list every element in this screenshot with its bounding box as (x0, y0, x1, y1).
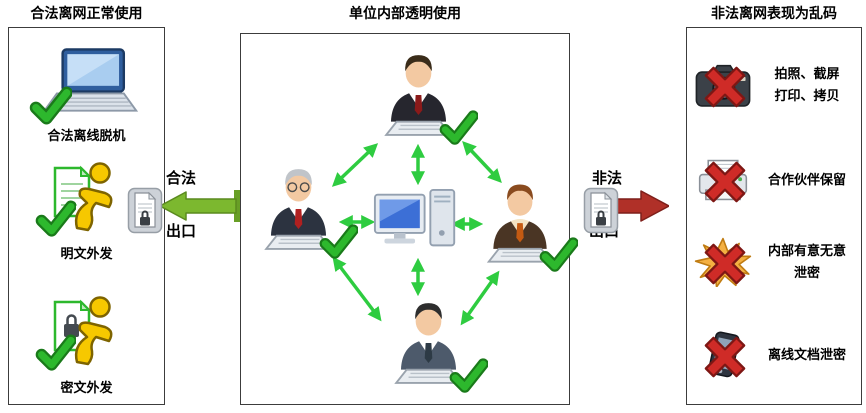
business-person-icon (384, 55, 453, 136)
check-icon (318, 222, 358, 262)
employee-top (371, 48, 466, 144)
check-icon (438, 108, 478, 148)
illegal-export-label-top: 非法 (591, 170, 622, 187)
legal-export-arrow (160, 190, 244, 222)
check-icon (448, 356, 488, 396)
blocked-partner-item: 合作伙伴保留 (690, 144, 858, 216)
blocked-capture-label: 拍照、截屏 打印、拷贝 (774, 65, 840, 103)
right-section-title: 非法离网表现为乱码 (711, 5, 837, 21)
blocked-partner-label: 合作伙伴保留 (767, 171, 846, 187)
business-person-icon (486, 184, 554, 263)
blocked-offline-doc-item: 离线文档泄密 (690, 316, 858, 394)
locked-document-icon (583, 187, 619, 234)
employee-right (474, 177, 566, 271)
check-icon (28, 84, 72, 128)
ciphertext-outgoing-item: 密文外发 (9, 290, 164, 396)
plaintext-outgoing-label: 明文外发 (60, 246, 113, 261)
cross-icon (704, 161, 746, 203)
employee-bottom (381, 296, 476, 392)
person-with-locked-document-icon (53, 296, 112, 366)
business-person-icon (394, 303, 463, 384)
cross-icon (704, 66, 746, 108)
check-icon (538, 235, 578, 275)
blocked-internal-leak-item: ?!! 内部有意无意 泄密 (690, 224, 858, 300)
blocked-offline-doc-label: 离线文档泄密 (767, 346, 846, 362)
legal-export-label-bottom: 出口 (165, 223, 196, 240)
legal-offline-item: 合法离线脱机 (9, 46, 164, 144)
cross-icon (704, 243, 746, 285)
legal-export-label-top: 合法 (165, 170, 196, 187)
server-computer-icon (373, 188, 456, 247)
left-section-title: 合法离网正常使用 (30, 5, 143, 21)
employee-left (251, 162, 346, 258)
legal-offline-label: 合法离线脱机 (47, 128, 126, 143)
locked-document-icon (127, 187, 163, 234)
person-with-document-icon (53, 162, 112, 232)
center-panel (240, 33, 570, 405)
right-panel: 拍照、截屏 打印、拷贝 合作伙伴保留 ?!! (686, 27, 862, 405)
ciphertext-outgoing-label: 密文外发 (60, 380, 113, 395)
plaintext-outgoing-item: 明文外发 (9, 156, 164, 262)
cross-icon (704, 336, 746, 378)
check-icon (34, 198, 76, 240)
blocked-internal-leak-label: 内部有意无意 泄密 (767, 242, 846, 280)
check-icon (34, 332, 76, 374)
center-section-title: 单位内部透明使用 (349, 5, 461, 21)
blocked-capture-item: 拍照、截屏 打印、拷贝 (690, 42, 858, 128)
business-person-icon (264, 169, 333, 250)
